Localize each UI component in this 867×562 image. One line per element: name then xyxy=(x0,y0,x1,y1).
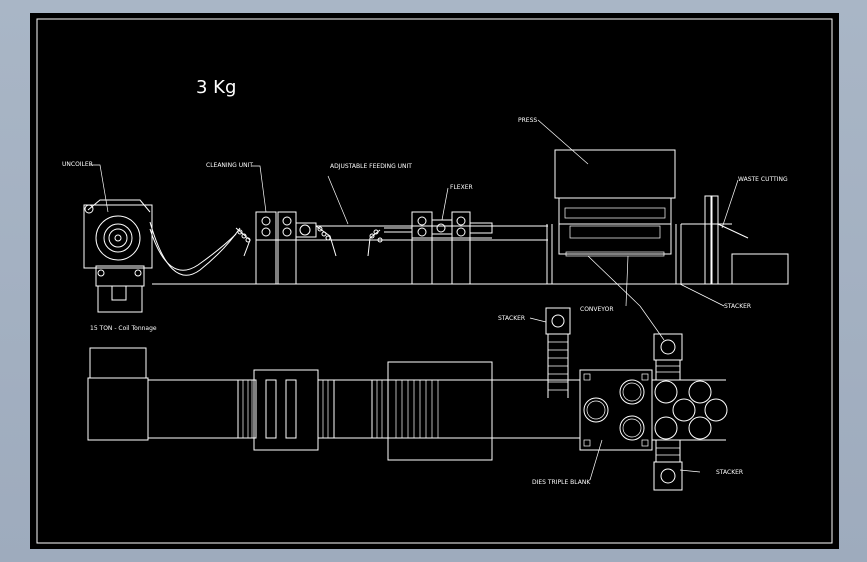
side-view xyxy=(83,149,789,313)
plan-view xyxy=(87,307,728,491)
uncoiler-machine xyxy=(83,199,153,313)
leader-lines xyxy=(90,119,739,481)
label-adjustable-feeding-unit: ADJUSTABLE FEEDING UNIT xyxy=(330,163,412,170)
label-waste-cutting: WASTE CUTTING xyxy=(738,176,788,183)
stacker-bottom xyxy=(653,440,683,491)
cleaning-rollers-plan xyxy=(237,369,335,451)
guide-roller-icon xyxy=(235,227,251,257)
label-die-triple-blank: DIES TRIPLE BLANK xyxy=(532,479,591,486)
label-flexer: FLEXER xyxy=(450,184,473,191)
blanks-output-plan xyxy=(652,379,728,441)
die-area-plan xyxy=(579,369,653,451)
feed-roller-icon xyxy=(315,225,412,257)
label-stacker-right: STACKER xyxy=(724,303,751,310)
label-uncoiler: UNCOILER xyxy=(62,161,93,168)
label-conveyor: CONVEYOR xyxy=(580,306,614,313)
press-machine xyxy=(546,149,682,284)
waste-cutting-machine xyxy=(681,195,789,285)
stacker-left xyxy=(545,307,571,398)
flexer-rollers-plan xyxy=(371,361,493,461)
label-stacker-bottom: STACKER xyxy=(716,469,743,476)
stacker-right xyxy=(653,333,683,380)
strip-loop xyxy=(149,221,241,276)
label-press: PRESS xyxy=(518,117,537,124)
label-stacker-left: STACKER xyxy=(498,315,525,322)
coil-tonnage-note: 15 TON - Coil Tonnage xyxy=(90,325,157,332)
sheet-border xyxy=(36,18,833,544)
label-cleaning-unit: CLEANING UNIT xyxy=(206,162,253,169)
drawing-title: 3 Kg xyxy=(196,77,236,98)
